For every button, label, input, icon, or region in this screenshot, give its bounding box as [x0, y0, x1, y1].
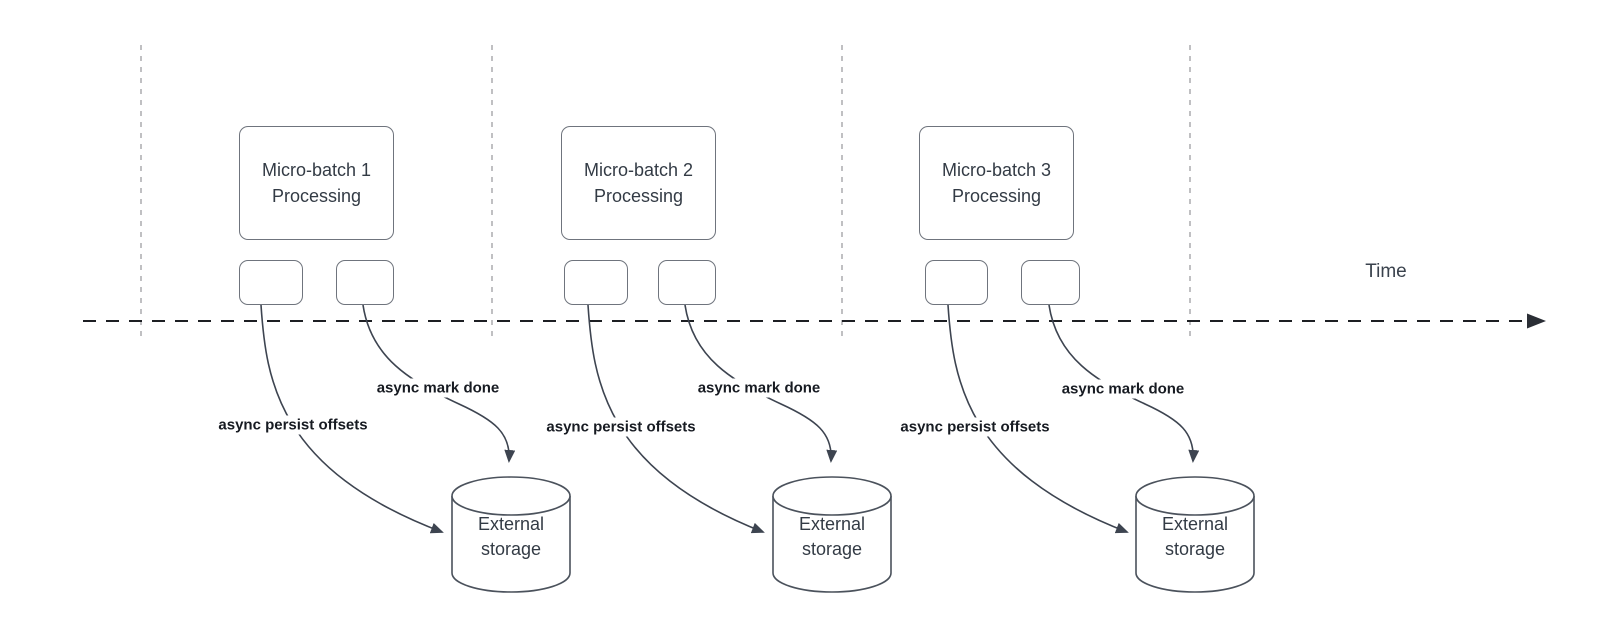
- micro-batch-2-box: Micro-batch 2 Processing: [561, 126, 716, 240]
- micro-batch-1-title: Micro-batch 1 Processing: [261, 160, 372, 206]
- batch-2-mark-done-arrow: [684, 304, 838, 463]
- external-storage-cylinder-2: [772, 476, 892, 593]
- micro-batch-2-title: Micro-batch 2 Processing: [583, 160, 694, 206]
- batch-3-persist-offsets-label: async persist offsets: [897, 417, 1053, 437]
- external-storage-cylinder-3: [1135, 476, 1255, 593]
- batch-2-persist-task-box: [564, 260, 628, 305]
- batch-1-mark-done-arrow: [362, 304, 516, 463]
- batch-3-mark-done-arrow: [1048, 304, 1200, 463]
- batch-3-storage-label: External storage: [1161, 514, 1229, 559]
- time-axis-label: Time: [1365, 261, 1407, 282]
- batch-2-storage-label: External storage: [798, 514, 866, 559]
- micro-batch-1-box: Micro-batch 1 Processing: [239, 126, 394, 240]
- time-axis-arrowhead-icon: [1527, 313, 1546, 329]
- batch-3-persist-task-box: [925, 260, 988, 305]
- batch-1-persist-offsets-label: async persist offsets: [215, 415, 371, 435]
- external-storage-cylinder-1: [451, 476, 571, 593]
- micro-batch-3-box: Micro-batch 3 Processing: [919, 126, 1074, 240]
- batch-1-mark-done-task-box: [336, 260, 394, 305]
- batch-3-mark-done-task-box: [1021, 260, 1080, 305]
- batch-2-mark-done-task-box: [658, 260, 716, 305]
- micro-batch-3-title: Micro-batch 3 Processing: [941, 160, 1052, 206]
- batch-3-mark-done-label: async mark done: [1058, 379, 1188, 399]
- batch-1-storage-label: External storage: [477, 514, 545, 559]
- batch-2-mark-done-label: async mark done: [694, 378, 824, 398]
- batch-1-mark-done-label: async mark done: [373, 378, 503, 398]
- batch-1-persist-task-box: [239, 260, 303, 305]
- batch-2-persist-offsets-label: async persist offsets: [543, 417, 699, 437]
